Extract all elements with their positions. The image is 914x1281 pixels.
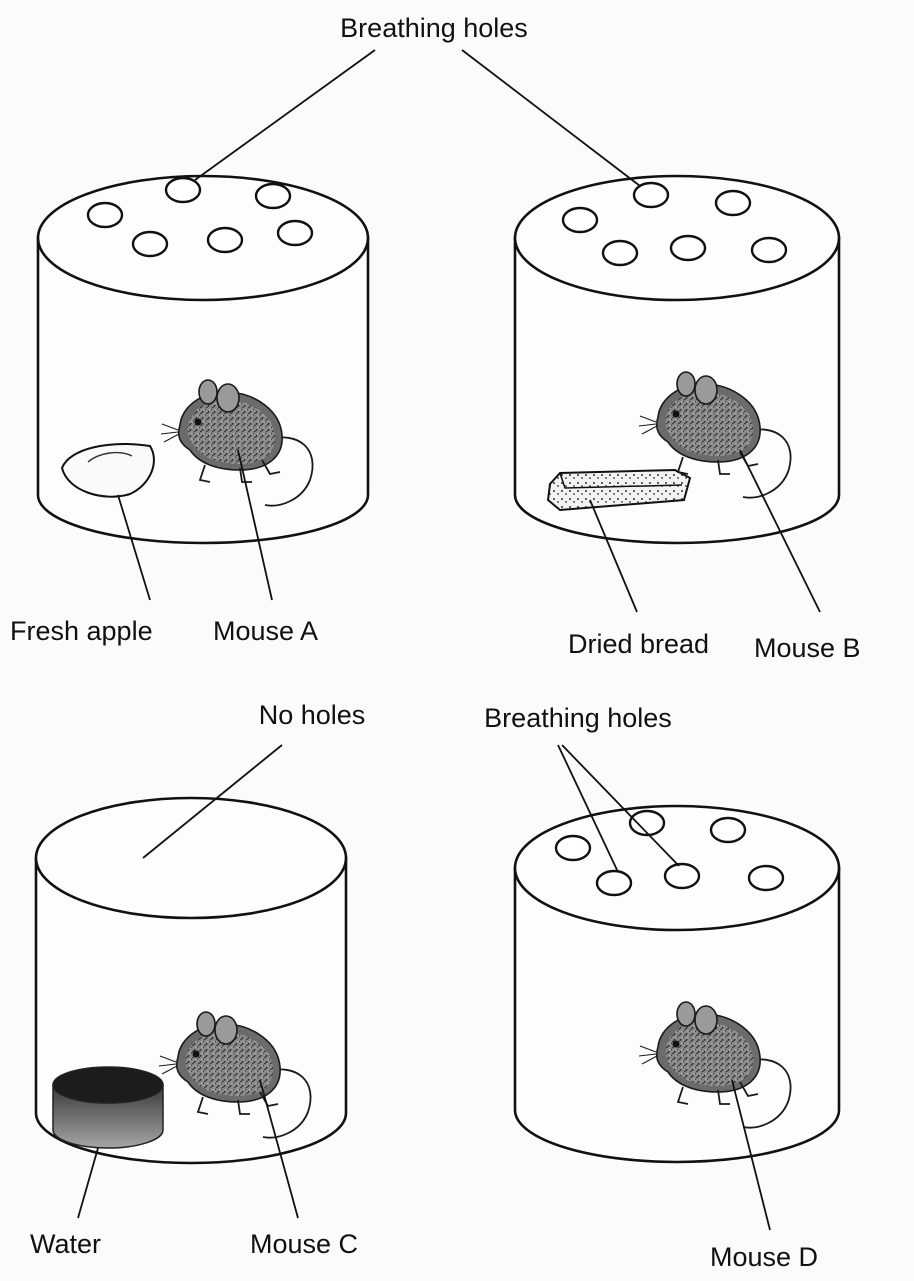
container-d	[515, 806, 839, 1162]
water-dish	[53, 1067, 163, 1148]
label-mouse-a: Mouse A	[213, 616, 318, 646]
container-c-lid-no-holes	[36, 798, 346, 918]
label-breathing-holes-bottom: Breathing holes	[484, 703, 672, 733]
container-a	[38, 176, 368, 543]
label-water: Water	[30, 1229, 101, 1259]
label-breathing-holes-top: Breathing holes	[340, 13, 528, 43]
label-dried-bread: Dried bread	[568, 629, 709, 659]
container-a-lid	[38, 176, 368, 300]
label-no-holes: No holes	[259, 700, 366, 730]
label-fresh-apple: Fresh apple	[10, 616, 153, 646]
container-c	[36, 798, 346, 1163]
label-mouse-c: Mouse C	[250, 1229, 358, 1259]
container-b	[515, 176, 839, 543]
label-mouse-d: Mouse D	[710, 1242, 818, 1272]
label-mouse-b: Mouse B	[754, 633, 861, 663]
